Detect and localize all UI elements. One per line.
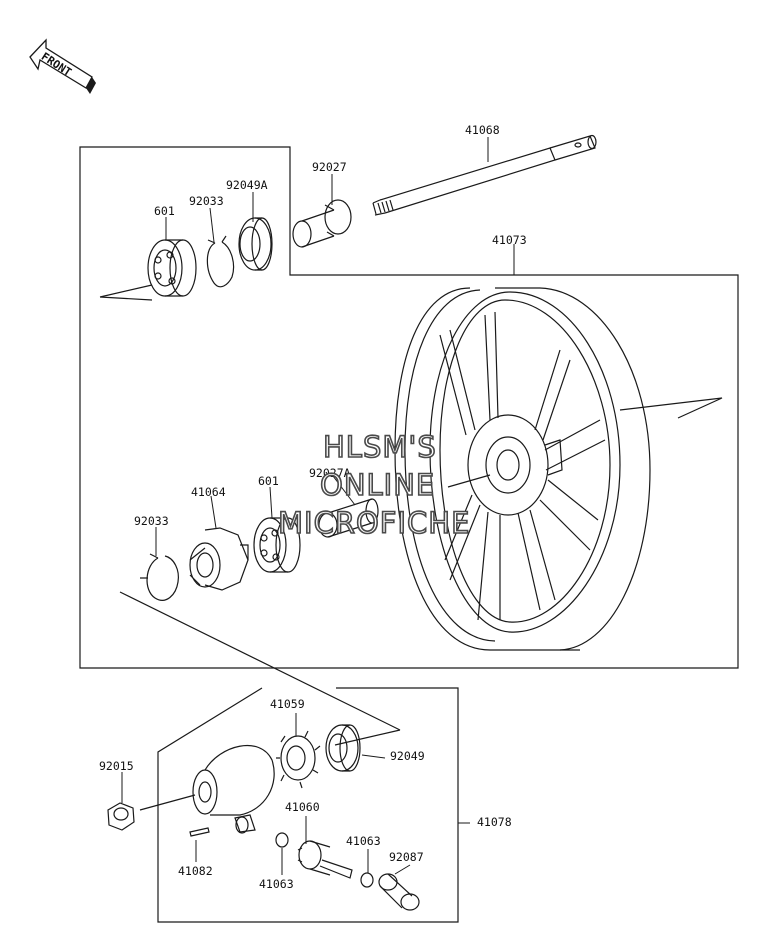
- part-92049-label[interactable]: 92049: [390, 749, 425, 763]
- gear-housing: [192, 744, 275, 834]
- nut-92015: [107, 802, 135, 831]
- part-41060-label[interactable]: 41060: [285, 800, 320, 814]
- part-41082-label[interactable]: 41082: [178, 864, 213, 878]
- part-92015-label[interactable]: 92015: [99, 759, 134, 773]
- part-41063-right-label[interactable]: 41063: [346, 834, 381, 848]
- gear-drive-41064: [189, 527, 249, 591]
- bearing-601-mid: [253, 517, 301, 573]
- part-41068-label[interactable]: 41068: [465, 123, 500, 137]
- watermark-line-3: MICROFICHE: [277, 506, 471, 540]
- circlip-92033-mid: [146, 555, 179, 601]
- wheel-assembly-boundary: [79, 146, 739, 669]
- circlip-92033-top: [206, 241, 235, 288]
- front-arrow-icon: [29, 38, 96, 94]
- watermark-line-1: HLSM'S: [322, 430, 437, 464]
- leader-lines: [121, 137, 515, 875]
- pin-41082: [189, 827, 210, 837]
- spacer-92027A: [318, 498, 379, 538]
- part-92033-mid-label[interactable]: 92033: [134, 514, 169, 528]
- seal-92049A: [238, 217, 273, 271]
- part-92033-top-label[interactable]: 92033: [189, 194, 224, 208]
- part-92087-label[interactable]: 92087: [389, 850, 424, 864]
- gear-assembly-boundary: [157, 687, 459, 923]
- bearing-601-top: [147, 239, 197, 297]
- part-41063-left-label[interactable]: 41063: [259, 877, 294, 891]
- washer-41063-right: [360, 872, 374, 888]
- part-92027A-label[interactable]: 92027A: [309, 466, 351, 480]
- bushing-92087: [378, 873, 420, 911]
- pinion-41060: [297, 840, 353, 879]
- wheel-41073: [394, 287, 723, 651]
- seal-92049: [325, 724, 361, 772]
- spacer-92027: [292, 199, 352, 248]
- gear-41059: [276, 730, 321, 789]
- part-41059-label[interactable]: 41059: [270, 697, 305, 711]
- part-601-top-label[interactable]: 601: [154, 204, 175, 218]
- axle-shaft-41068: [372, 134, 597, 216]
- part-41064-label[interactable]: 41064: [191, 485, 226, 499]
- part-601-mid-label[interactable]: 601: [258, 474, 279, 488]
- watermark-line-2: ONLINE: [319, 468, 436, 502]
- washer-41063-left: [275, 832, 289, 848]
- part-92027-label[interactable]: 92027: [312, 160, 347, 174]
- part-41073-label[interactable]: 41073: [492, 233, 527, 247]
- part-92049A-label[interactable]: 92049A: [226, 178, 268, 192]
- part-41078-label[interactable]: 41078: [477, 815, 512, 829]
